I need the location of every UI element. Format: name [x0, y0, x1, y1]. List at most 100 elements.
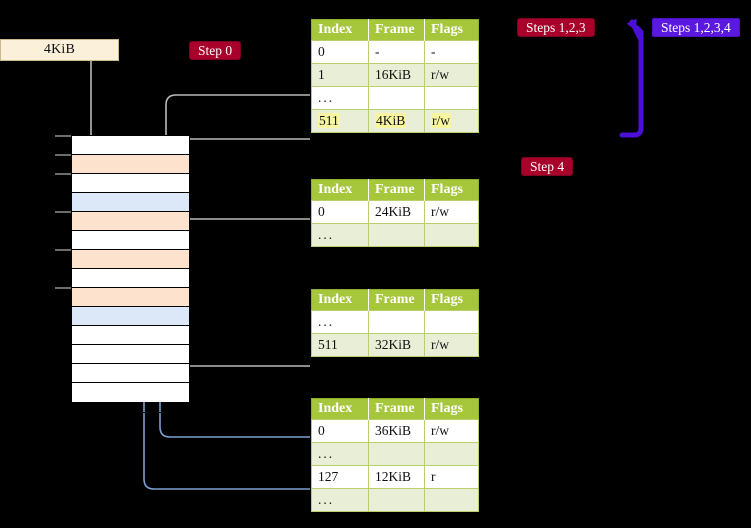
table-cell: ... — [311, 488, 369, 512]
frame-boundary-tick — [55, 173, 71, 175]
column-header-flags: Flags — [424, 19, 479, 41]
steps123-label: Steps 1,2,3 — [526, 19, 586, 35]
steps123-badge: Steps 1,2,3 — [517, 18, 595, 37]
table-cell: r/w — [424, 109, 479, 133]
memory-frame-row — [72, 326, 189, 345]
frame-boundary-tick — [55, 287, 71, 289]
step4-badge: Step 4 — [521, 157, 574, 176]
page-size-box: 4KiB — [0, 39, 119, 61]
column-header-flags: Flags — [424, 398, 479, 420]
table-cell — [368, 442, 425, 466]
table-cell — [368, 223, 425, 247]
column-header-index: Index — [311, 289, 369, 311]
table-cell: 32KiB — [368, 333, 425, 357]
table-cell — [424, 223, 479, 247]
column-header-flags: Flags — [424, 289, 479, 311]
table-cell: 4KiB — [368, 109, 425, 133]
table-row: ... — [311, 488, 479, 512]
table-cell: 1 — [311, 63, 369, 87]
memory-frame-row — [72, 174, 189, 193]
table-cell — [424, 86, 479, 110]
table-cell: 511 — [311, 109, 369, 133]
table-cell: 511 — [311, 333, 369, 357]
table-cell: ... — [311, 442, 369, 466]
table-cell: - — [368, 40, 425, 64]
memory-frame-row — [72, 345, 189, 364]
column-header-index: Index — [311, 19, 369, 41]
memory-frame-row — [72, 193, 189, 212]
memory-frame-row — [72, 288, 189, 307]
table-row: 0-- — [311, 40, 479, 64]
column-header-frame: Frame — [368, 289, 425, 311]
table-cell: - — [424, 40, 479, 64]
table-cell: 16KiB — [368, 63, 425, 87]
table-cell: 24KiB — [368, 200, 425, 224]
memory-frame-row — [72, 269, 189, 288]
step0-label: Step 0 — [198, 42, 233, 58]
table-cell — [368, 86, 425, 110]
table-cell: 36KiB — [368, 419, 425, 443]
table-cell: r/w — [424, 63, 479, 87]
table-cell — [368, 310, 425, 334]
memory-frame-row — [72, 212, 189, 231]
table-cell: 0 — [311, 419, 369, 443]
table-cell: ... — [311, 86, 369, 110]
column-header-frame: Frame — [368, 19, 425, 41]
table-cell — [424, 488, 479, 512]
table-cell — [368, 488, 425, 512]
step0-badge: Step 0 — [189, 41, 242, 60]
memory-frame-row — [72, 307, 189, 326]
frame-boundary-tick — [55, 135, 71, 137]
frame-boundary-tick — [55, 211, 71, 213]
page-size-label: 4KiB — [43, 42, 76, 57]
column-header-flags: Flags — [424, 179, 479, 201]
memory-frame-grid — [71, 135, 190, 413]
memory-frame-row — [72, 155, 189, 174]
column-header-index: Index — [311, 179, 369, 201]
column-header-frame: Frame — [368, 398, 425, 420]
table-cell: 127 — [311, 465, 369, 489]
frame-boundary-tick — [55, 154, 71, 156]
step4-label: Step 4 — [530, 158, 565, 174]
steps1234-badge: Steps 1,2,3,4 — [652, 18, 740, 37]
table-cell: 0 — [311, 200, 369, 224]
table-row: ... — [311, 442, 479, 466]
table-cell — [424, 310, 479, 334]
table-cell: r/w — [424, 419, 479, 443]
memory-frame-row — [72, 250, 189, 269]
table-cell: ... — [311, 223, 369, 247]
table-cell: r — [424, 465, 479, 489]
column-header-index: Index — [311, 398, 369, 420]
table-cell: 12KiB — [368, 465, 425, 489]
table-cell — [424, 442, 479, 466]
table-cell: ... — [311, 310, 369, 334]
table-cell: 0 — [311, 40, 369, 64]
memory-frame-row — [72, 383, 189, 402]
steps1234-label: Steps 1,2,3,4 — [661, 19, 731, 35]
column-header-frame: Frame — [368, 179, 425, 201]
table-row: ... — [311, 310, 479, 334]
table-cell: r/w — [424, 200, 479, 224]
memory-frame-row — [72, 136, 189, 155]
table-cell: r/w — [424, 333, 479, 357]
table-row: ... — [311, 86, 479, 110]
table-row: ... — [311, 223, 479, 247]
frame-boundary-tick — [55, 249, 71, 251]
memory-frame-row — [72, 364, 189, 383]
